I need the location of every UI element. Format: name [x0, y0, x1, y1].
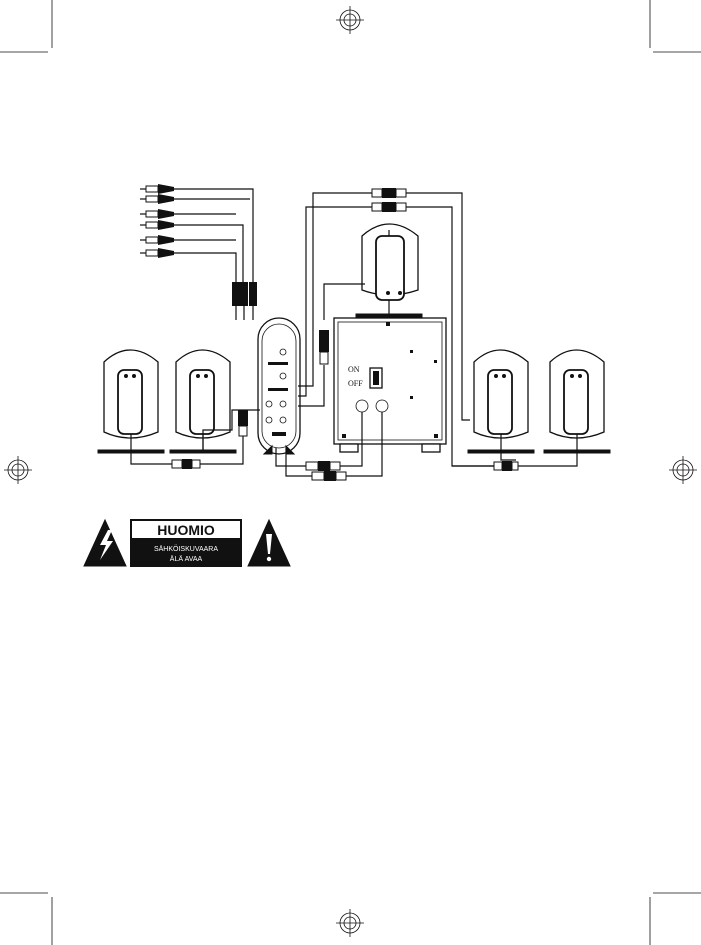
warning-title: HUOMIO — [157, 522, 215, 538]
left-rear-speaker — [98, 350, 164, 453]
registration-mark-bottom — [336, 909, 364, 937]
source-cables — [174, 189, 253, 282]
registration-mark-top — [336, 6, 364, 34]
subwoofer: ON OFF — [334, 318, 446, 466]
right-front-speaker — [468, 350, 534, 453]
exclamation-warning-symbol — [248, 520, 290, 566]
control-pod — [258, 318, 300, 454]
registration-mark-left — [4, 456, 32, 484]
registration-mark-right — [669, 456, 697, 484]
top-rca-plugs — [372, 188, 406, 212]
center-speaker-plug — [319, 330, 329, 364]
power-off-label: OFF — [348, 379, 363, 388]
right-rear-speaker — [544, 350, 610, 453]
center-speaker — [356, 224, 422, 317]
warning-line-2: ÄLÄ AVAA — [170, 555, 203, 563]
electric-hazard-symbol — [84, 520, 126, 566]
warning-label: HUOMIO SÄHKÖISKUVAARA ÄLÄ AVAA — [130, 519, 242, 567]
warning-line-1: SÄHKÖISKUVAARA — [154, 545, 218, 553]
power-on-label: ON — [348, 365, 360, 374]
control-pod-input-plugs — [232, 282, 257, 320]
source-plugs — [140, 184, 174, 258]
